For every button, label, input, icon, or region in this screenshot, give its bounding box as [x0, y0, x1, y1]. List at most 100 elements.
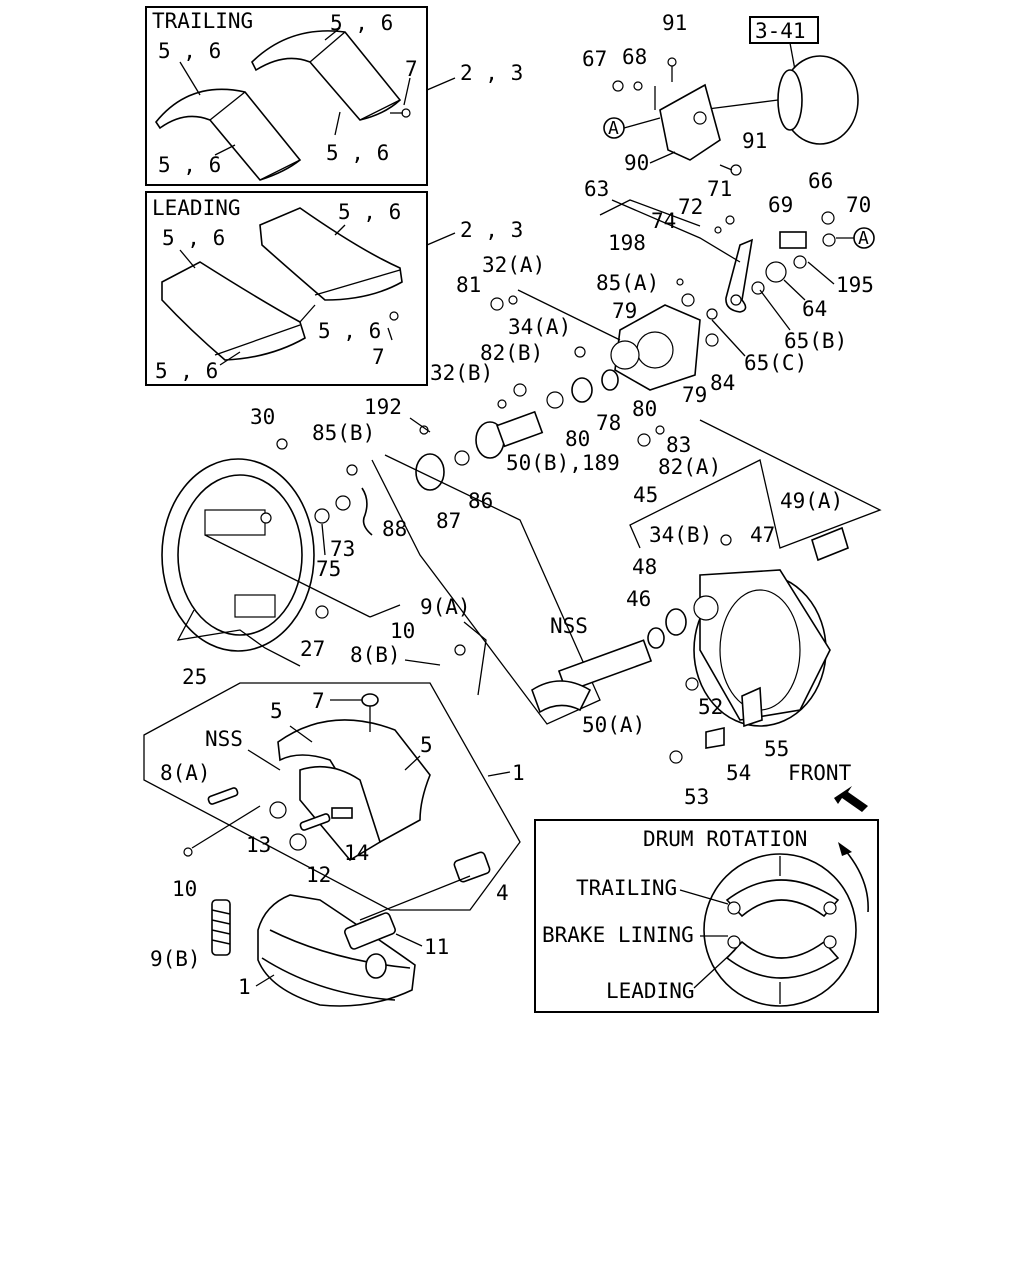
callout-5a: 5 — [270, 699, 283, 723]
callout-8A: 8(A) — [160, 761, 211, 785]
cam-spider — [371, 454, 849, 764]
callout-34A: 34(A) — [508, 315, 571, 339]
drum-legend-leading: LEADING — [606, 979, 695, 1003]
drum-rotation-title: DRUM ROTATION — [643, 827, 807, 851]
callout-78: 78 — [596, 411, 621, 435]
callout-80b: 80 — [565, 427, 590, 451]
callout-25: 25 — [182, 665, 207, 689]
trailing-inset-title: TRAILING — [152, 9, 253, 33]
leading-inset: LEADING 5 , 6 5 , 6 5 , 6 7 5 , 6 — [145, 191, 428, 386]
callout-63: 63 — [584, 177, 609, 201]
callout-85A: 85(A) — [596, 271, 659, 295]
lower-shoe — [211, 894, 416, 1007]
callout-71: 71 — [707, 177, 732, 201]
callout-79a: 79 — [612, 299, 637, 323]
callout-75: 75 — [316, 557, 341, 581]
callout-45: 45 — [633, 483, 658, 507]
leading-label-a: 5 , 6 — [162, 226, 225, 250]
callout-47: 47 — [750, 523, 775, 547]
callout-83: 83 — [666, 433, 691, 457]
callout-82B: 82(B) — [480, 341, 543, 365]
backing-plate — [161, 438, 401, 652]
callout-7: 7 — [312, 689, 325, 713]
callout-90: 90 — [624, 151, 649, 175]
callout-81: 81 — [456, 273, 481, 297]
callout-192: 192 — [364, 395, 402, 419]
callout-9A: 9(A) — [420, 595, 471, 619]
brake-shoe-assembly — [143, 682, 521, 921]
callout-8B: 8(B) — [350, 643, 401, 667]
callout-65C: 65(C) — [744, 351, 807, 375]
callout-50B: 50(B),189 — [506, 451, 620, 475]
leading-label-e: 5 , 6 — [155, 359, 218, 383]
camshaft-parts — [415, 295, 701, 491]
front-arrow-icon — [834, 786, 868, 812]
callout-73: 73 — [330, 537, 355, 561]
callout-65B: 65(B) — [784, 329, 847, 353]
callout-85B: 85(B) — [312, 421, 375, 445]
callout-195: 195 — [836, 273, 874, 297]
trailing-label-e: 5 , 6 — [326, 141, 389, 165]
callout-32A: 32(A) — [482, 253, 545, 277]
callout-70: 70 — [846, 193, 871, 217]
callout-66: 66 — [808, 169, 833, 193]
trailing-label-a: 5 , 6 — [158, 39, 221, 63]
trailing-inset: TRAILING 5 , 6 5 , 6 7 5 , 6 5 , 6 — [145, 6, 428, 186]
callout-91a: 91 — [662, 11, 687, 35]
callout-88: 88 — [382, 517, 407, 541]
callout-nss-1: NSS — [550, 614, 588, 638]
callout-54: 54 — [726, 761, 751, 785]
callout-67: 67 — [582, 47, 607, 71]
callout-55: 55 — [764, 737, 789, 761]
callout-84: 84 — [710, 371, 735, 395]
callout-80a: 80 — [632, 397, 657, 421]
callout-50A: 50(A) — [582, 713, 645, 737]
callout-48: 48 — [632, 555, 657, 579]
callout-72: 72 — [678, 195, 703, 219]
brake-chamber: 3-41 — [612, 16, 859, 176]
trailing-label-b: 5 , 6 — [330, 11, 393, 35]
callout-12: 12 — [306, 863, 331, 887]
callout-69: 69 — [768, 193, 793, 217]
callout-14: 14 — [344, 841, 369, 865]
leading-label-c: 5 , 6 — [318, 319, 381, 343]
callout-A1: A — [608, 118, 619, 139]
rotation-arrow-icon — [838, 842, 852, 856]
callout-64: 64 — [802, 297, 827, 321]
callout-32B: 32(B) — [430, 361, 493, 385]
callout-4: 4 — [496, 881, 509, 905]
callout-27: 27 — [300, 637, 325, 661]
callout-front: FRONT — [788, 761, 852, 785]
drum-rotation-legend: DRUM ROTATION TRAILING BRAKE LINING LEAD… — [534, 819, 879, 1013]
callout-5b: 5 — [420, 733, 433, 757]
callout-79b: 79 — [682, 383, 707, 407]
callout-198: 198 — [608, 231, 646, 255]
trailing-label-c: 7 — [405, 57, 418, 81]
callout-68: 68 — [622, 45, 647, 69]
callout-91b: 91 — [742, 129, 767, 153]
leading-inset-title: LEADING — [152, 196, 241, 220]
callout-2-3-a: 2 , 3 — [460, 61, 523, 85]
callout-49A: 49(A) — [780, 489, 843, 513]
callout-10a: 10 — [390, 619, 415, 643]
ref-3-41: 3-41 — [755, 19, 806, 43]
drum-legend-trailing: TRAILING — [576, 876, 677, 900]
callout-nss-2: NSS — [205, 727, 243, 751]
callout-74: 74 — [651, 209, 676, 233]
slack-adjuster — [676, 211, 836, 347]
callout-13: 13 — [246, 833, 271, 857]
leading-label-b: 5 , 6 — [338, 200, 401, 224]
callout-46: 46 — [626, 587, 651, 611]
callout-1a: 1 — [512, 761, 525, 785]
drum-legend-brake-lining: BRAKE LINING — [542, 923, 694, 947]
callout-87: 87 — [436, 509, 461, 533]
callout-2-3-b: 2 , 3 — [460, 218, 523, 242]
callout-34B: 34(B) — [649, 523, 712, 547]
callout-30: 30 — [250, 405, 275, 429]
trailing-label-d: 5 , 6 — [158, 153, 221, 177]
callout-10b: 10 — [172, 877, 197, 901]
callout-53: 53 — [684, 785, 709, 809]
callout-52: 52 — [698, 695, 723, 719]
leading-label-d: 7 — [372, 345, 385, 369]
